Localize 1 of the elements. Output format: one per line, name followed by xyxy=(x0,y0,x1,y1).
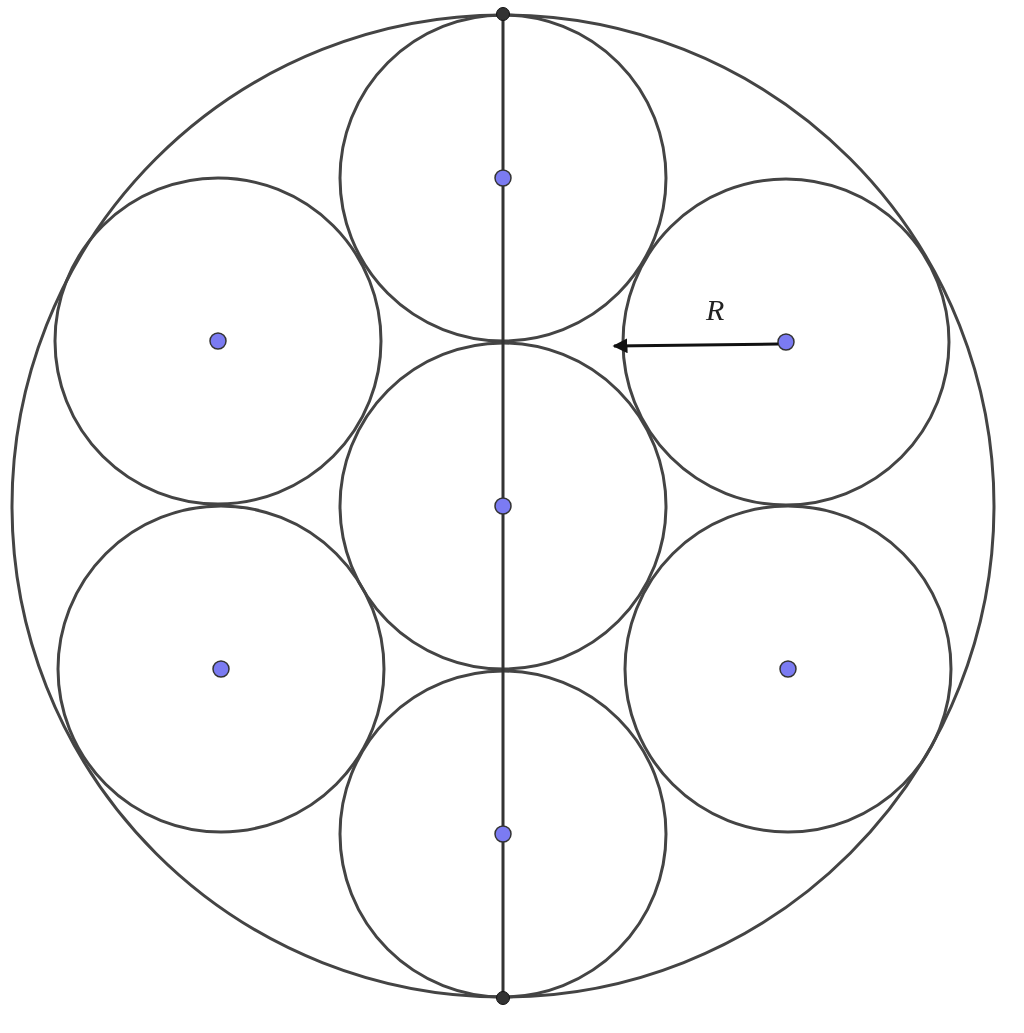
radius-label: R xyxy=(706,295,725,325)
